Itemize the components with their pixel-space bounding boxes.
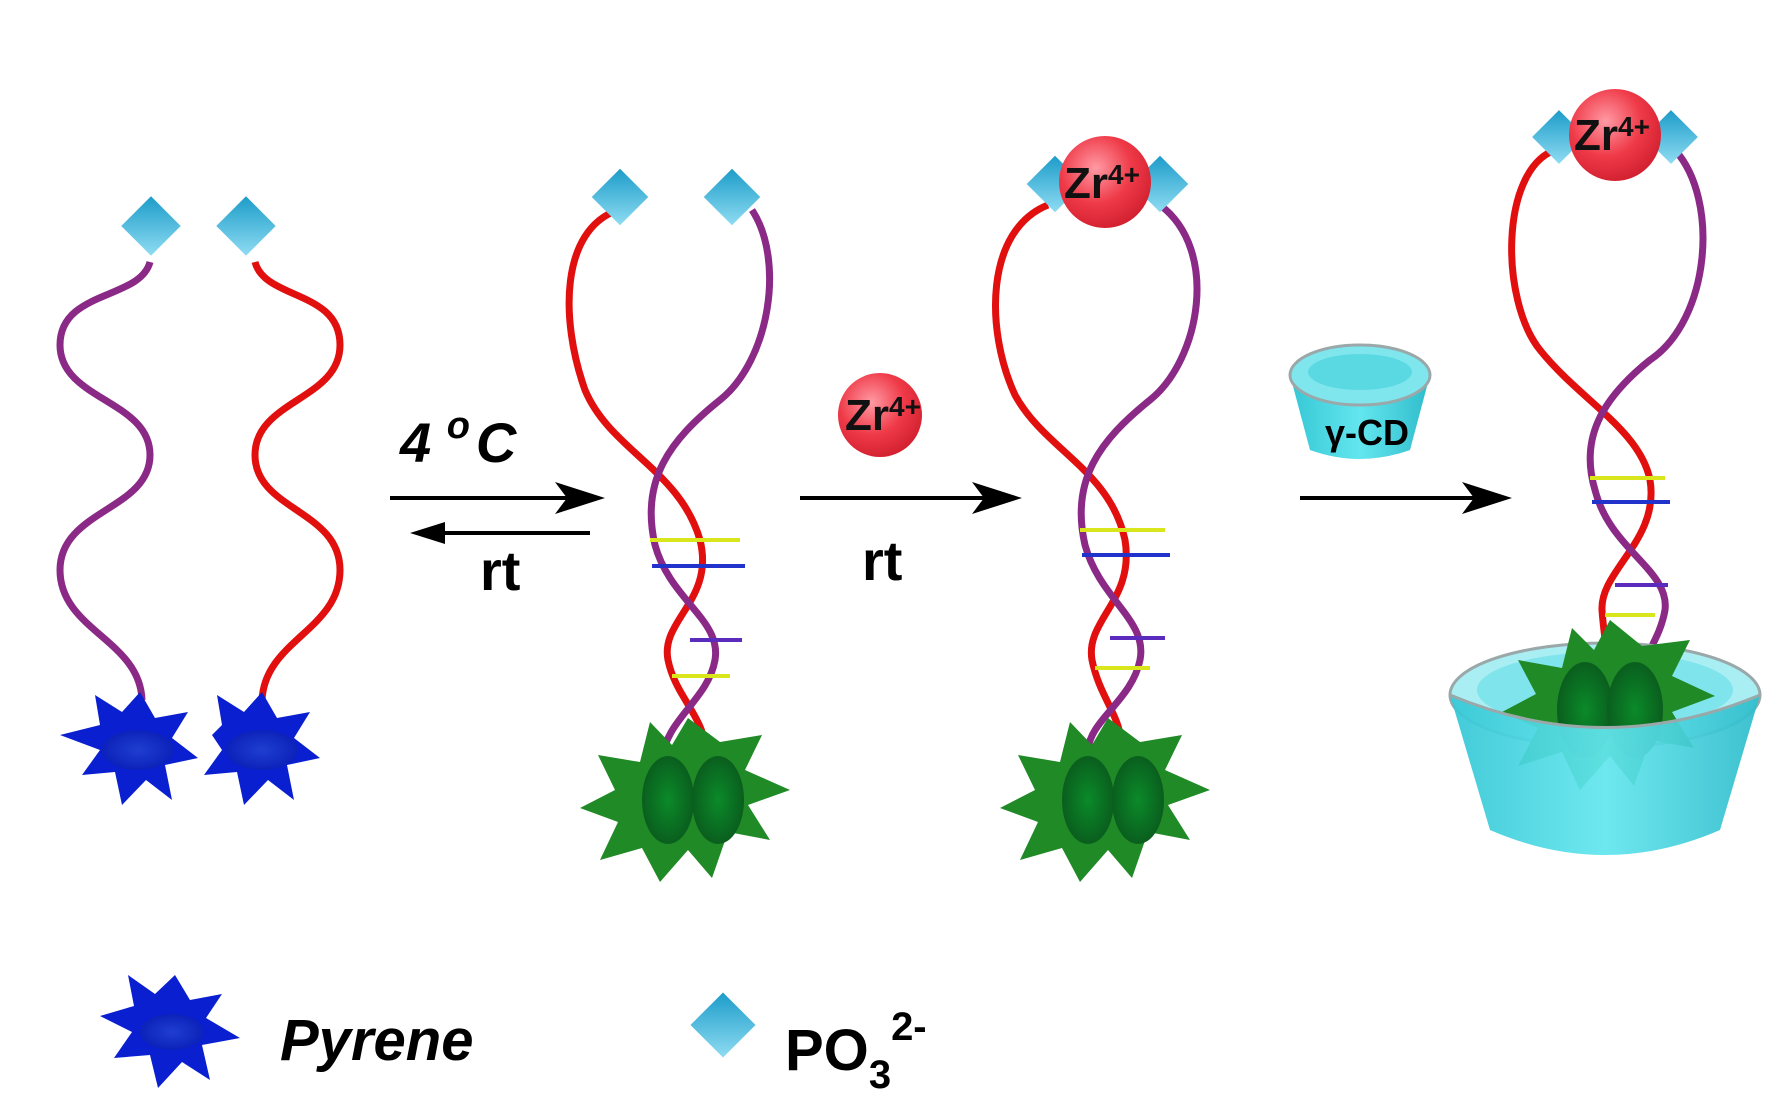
- cyclodextrin-body: [1450, 695, 1760, 855]
- base-pairs: [650, 538, 745, 678]
- cyclodextrin-front-rim: [1449, 693, 1761, 729]
- excimer-lobe: [642, 756, 694, 844]
- phosphate-icon: [216, 196, 276, 256]
- zr-ion-icon: [1569, 89, 1661, 181]
- excimer-lobe: [1062, 756, 1114, 844]
- purple-strand: [1077, 202, 1201, 751]
- purple-strand: [56, 260, 154, 701]
- pyrene-core: [226, 730, 298, 770]
- step-3-cd-addition: γ-CD: [1288, 343, 1512, 514]
- zr-ion-icon: [838, 373, 922, 457]
- forward-arrow-head: [555, 482, 605, 514]
- pyrene-core: [140, 1014, 204, 1050]
- phosphate-icon: [690, 992, 756, 1058]
- excimer-lobe: [1112, 756, 1164, 844]
- base-pairs: [1590, 476, 1670, 617]
- state-4-cd-complex: Zr4+: [1448, 89, 1762, 855]
- red-strand: [1508, 146, 1655, 681]
- state-2-hairpin: [565, 168, 790, 882]
- base-pairs: [1080, 528, 1170, 670]
- red-strand: [251, 260, 344, 701]
- zr-step-arrow-head: [972, 482, 1022, 514]
- state-3-zr-hairpin: Zr4+: [992, 136, 1210, 882]
- legend-pyrene-label: Pyrene: [280, 1008, 473, 1073]
- reverse-arrow-head: [410, 522, 445, 544]
- zr-ion-label: Zr4+: [845, 391, 921, 440]
- step-2-zr-addition: Zr4+ rt: [800, 373, 1022, 592]
- pyrene-core: [102, 730, 174, 770]
- zr-ion-label: Zr4+: [1064, 159, 1140, 208]
- red-strand: [992, 201, 1130, 751]
- cd-step-arrow-head: [1462, 482, 1512, 514]
- legend: Pyrene PO32-: [100, 975, 927, 1097]
- state-1-single-strands: [56, 196, 344, 805]
- purple-strand: [647, 208, 774, 761]
- cyclodextrin-label: γ-CD: [1325, 412, 1409, 453]
- room-temp-label: rt: [480, 539, 520, 602]
- legend-phosphate-label: PO32-: [785, 1005, 927, 1097]
- cyclodextrin-cavity: [1308, 354, 1412, 390]
- phosphate-icon: [703, 168, 761, 226]
- excimer-lobe: [692, 756, 744, 844]
- zr-room-temp-label: rt: [862, 529, 902, 592]
- zr-ion-label: Zr4+: [1574, 111, 1650, 160]
- purple-strand: [1586, 147, 1707, 681]
- phosphate-icon: [121, 196, 181, 256]
- zr-ion-icon: [1059, 136, 1151, 228]
